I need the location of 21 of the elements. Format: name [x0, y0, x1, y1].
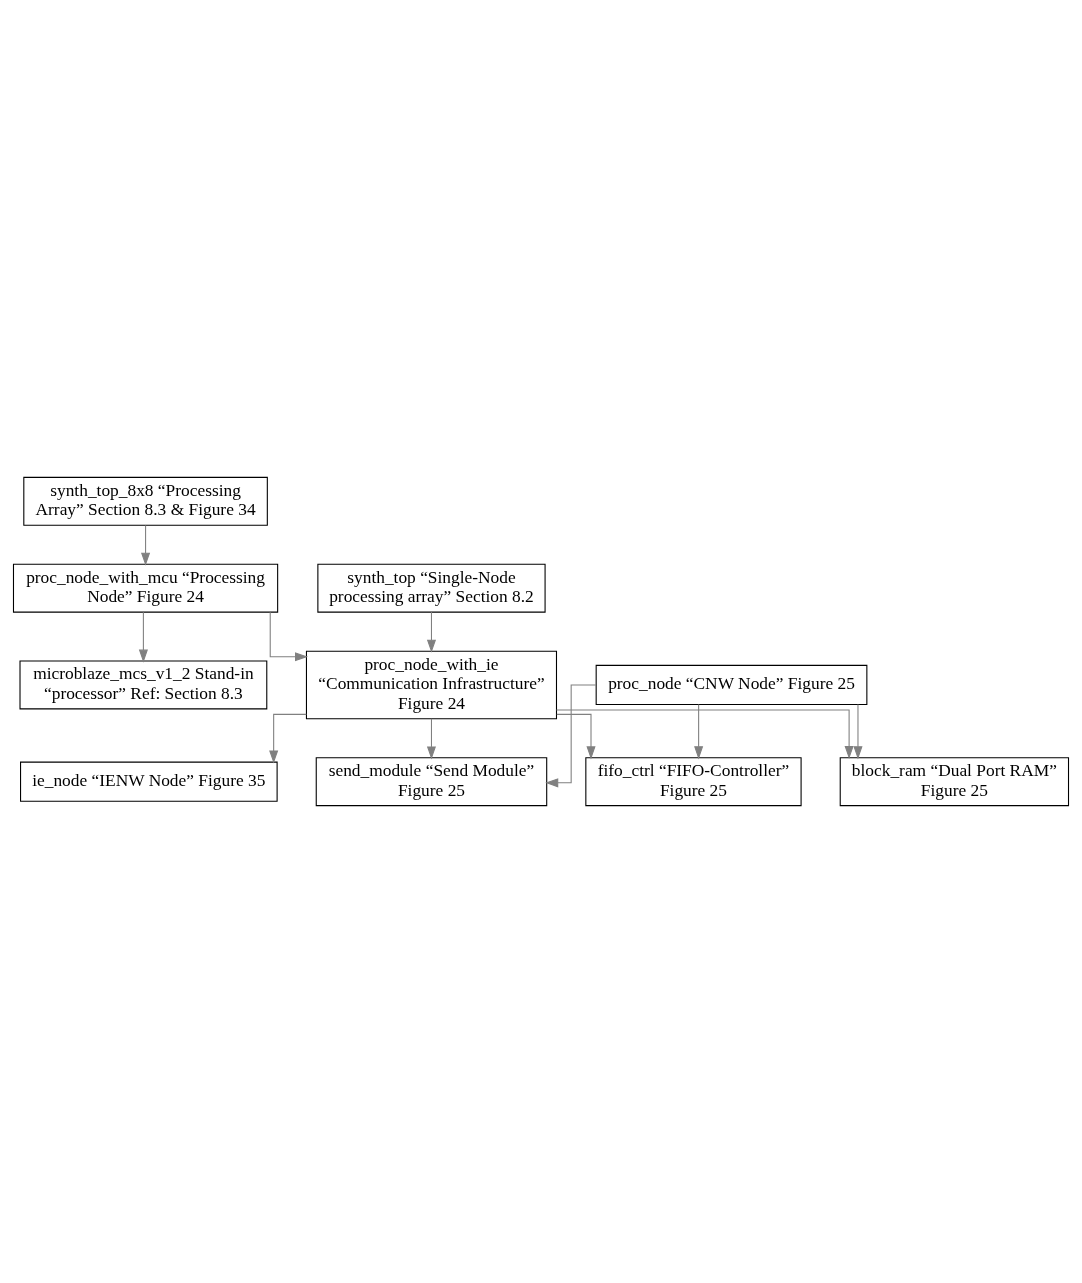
arrow — [138, 611, 148, 663]
arrow — [853, 704, 863, 760]
node-box: proc_node “CNW Node” Figure 25 — [595, 664, 868, 706]
arrow — [426, 718, 437, 760]
arrow — [694, 704, 704, 760]
node-box: proc_node_with_ie “Communication Infrastructure” Figure 24 — [305, 650, 558, 720]
arrow — [555, 709, 854, 760]
node-box: synth_top “Single-Node processing array” Section 8.2 — [317, 563, 546, 613]
arrow — [269, 611, 309, 662]
node-box: proc_node_with_mcu “Processing Node” Figure 24 — [12, 563, 279, 613]
arrow — [556, 713, 596, 760]
node-box: block_ram “Dual Port RAM” Figure 25 — [839, 757, 1070, 807]
node-box: synth_top_8x8 “Processing Array” Section 8.3 & Figure 34 — [23, 476, 268, 526]
node-box: microblaze_mcs_v1_2 Stand-in “processor” Ref: Section 8.3 — [19, 660, 268, 710]
node-box: ie_node “IENW Node” Figure 35 — [20, 761, 278, 802]
arrow — [269, 713, 307, 764]
node-box: fifo_ctrl “FIFO-Controller” Figure 25 — [585, 757, 802, 807]
arrow — [141, 524, 151, 566]
node-box: send_module “Send Module” Figure 25 — [315, 757, 548, 807]
arrow — [426, 611, 437, 653]
arrow — [545, 684, 597, 788]
